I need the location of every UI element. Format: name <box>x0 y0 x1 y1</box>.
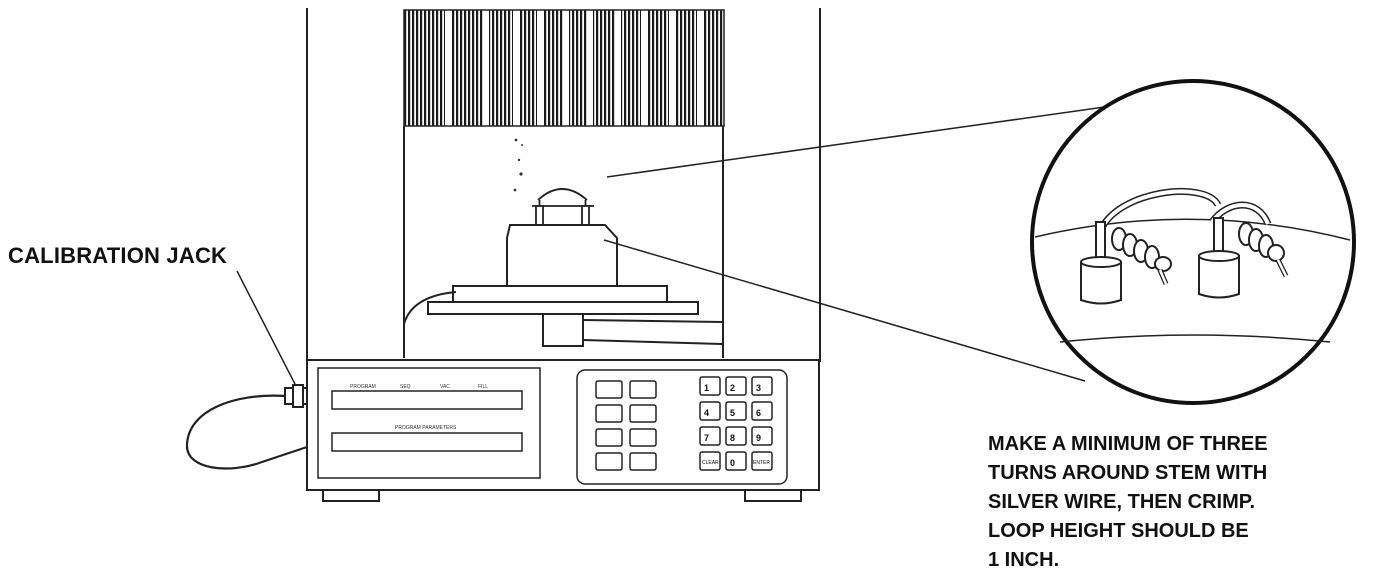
svg-text:8: 8 <box>730 433 735 443</box>
instruction-line: 1 INCH. <box>988 549 1060 571</box>
svg-text:9: 9 <box>756 433 761 443</box>
key-enter: ENTER <box>751 451 773 471</box>
sample-holder <box>506 224 618 287</box>
key-4: 4 <box>699 401 721 421</box>
instruction-line: TURNS AROUND STEM WITH <box>988 462 1268 484</box>
cooling-fins <box>403 9 725 127</box>
svg-text:2: 2 <box>730 383 735 393</box>
key-1: 1 <box>699 376 721 396</box>
svg-text:1: 1 <box>704 383 709 393</box>
svg-text:FILL: FILL <box>478 384 488 390</box>
numeric-keypad: 1 2 3 4 5 6 7 8 <box>699 376 773 471</box>
key-3: 3 <box>751 376 773 396</box>
svg-text:ENTER: ENTER <box>753 460 770 466</box>
svg-text:0: 0 <box>730 458 735 468</box>
display-captions: PROGRAM SEQ VAC FILL PROGRAM PARAMETERS <box>350 384 488 431</box>
svg-text:VAC: VAC <box>440 384 450 390</box>
key-6: 6 <box>751 401 773 421</box>
electrode-loop <box>532 188 594 227</box>
calibration-jack-label: CALIBRATION JACK <box>8 243 228 268</box>
svg-text:6: 6 <box>756 408 761 418</box>
calibration-cable <box>185 394 308 470</box>
console-feet <box>322 489 802 502</box>
wire-instruction-note: MAKE A MINIMUM OF THREE TURNS AROUND STE… <box>988 430 1380 575</box>
sample-stage <box>427 285 723 347</box>
svg-text:3: 3 <box>756 383 761 393</box>
leader-lines <box>236 101 1141 387</box>
svg-text:4: 4 <box>704 408 709 418</box>
function-keypad <box>595 380 657 471</box>
instruction-line: LOOP HEIGHT SHOULD BE <box>988 520 1249 542</box>
key-clear: CLEAR <box>699 451 721 471</box>
left-wire-coil <box>1111 227 1172 285</box>
svg-text:PROGRAM: PROGRAM <box>350 384 376 390</box>
sample-chamber <box>403 126 724 358</box>
right-electrode-stem <box>1198 217 1240 299</box>
debris-specks <box>513 138 523 192</box>
instruction-line: MAKE A MINIMUM OF THREE <box>988 433 1268 455</box>
svg-text:CLEAR: CLEAR <box>702 460 719 466</box>
key-8: 8 <box>725 426 747 446</box>
svg-text:SEQ: SEQ <box>400 384 411 390</box>
right-wire-coil <box>1238 222 1289 278</box>
key-7: 7 <box>699 426 721 446</box>
instruction-line: SILVER WIRE, THEN CRIMP. <box>988 491 1256 513</box>
svg-text:7: 7 <box>704 433 709 443</box>
left-electrode-stem <box>1080 221 1122 305</box>
internal-cable <box>403 291 457 325</box>
magnified-detail-view <box>1030 79 1356 405</box>
svg-text:5: 5 <box>730 408 735 418</box>
key-2: 2 <box>725 376 747 396</box>
calibration-jack <box>284 384 308 408</box>
key-0: 0 <box>725 451 747 471</box>
svg-text:PROGRAM PARAMETERS: PROGRAM PARAMETERS <box>395 425 457 431</box>
key-9: 9 <box>751 426 773 446</box>
key-5: 5 <box>725 401 747 421</box>
